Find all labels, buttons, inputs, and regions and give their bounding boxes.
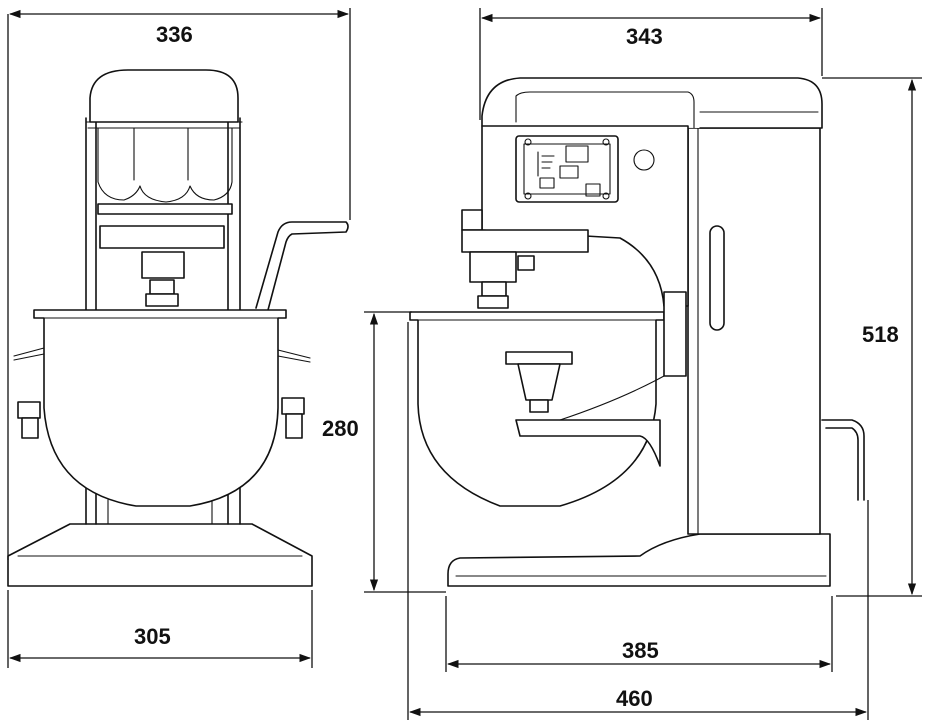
dim-label-overall-depth: 460 bbox=[616, 686, 653, 711]
side-body bbox=[687, 127, 821, 535]
dim-label-front-top: 336 bbox=[156, 22, 193, 47]
dim-label-height: 518 bbox=[862, 322, 899, 347]
side-base bbox=[447, 533, 831, 587]
side-beater bbox=[505, 351, 573, 365]
dim-label-side-top: 343 bbox=[626, 24, 663, 49]
front-view bbox=[7, 69, 349, 587]
dim-label-bowl-height: 280 bbox=[322, 416, 359, 441]
side-bowl-arm bbox=[515, 419, 661, 467]
side-top-cover bbox=[481, 77, 823, 129]
front-handle bbox=[255, 221, 349, 311]
dim-label-front-base: 305 bbox=[134, 624, 171, 649]
front-bowl bbox=[33, 309, 287, 507]
side-view bbox=[409, 77, 865, 587]
front-head bbox=[89, 69, 239, 123]
control-panel bbox=[515, 135, 619, 203]
dimension-lines bbox=[7, 8, 922, 720]
dim-label-side-base: 385 bbox=[622, 638, 659, 663]
front-base bbox=[7, 523, 313, 587]
